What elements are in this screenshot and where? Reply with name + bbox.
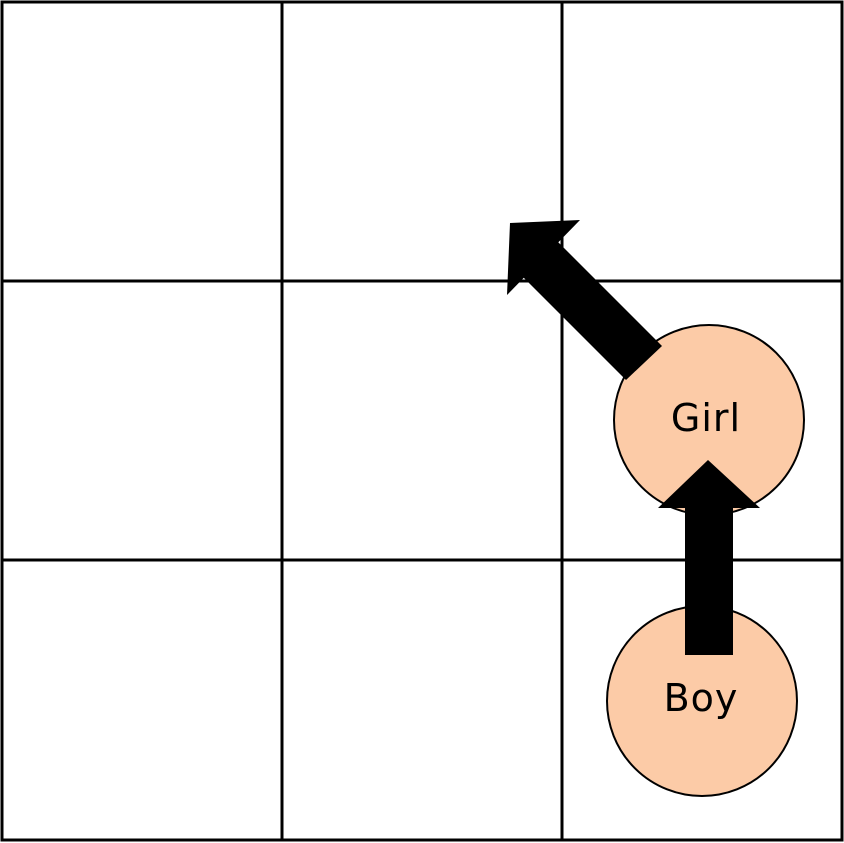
girl-diagonal-arrow	[507, 220, 662, 380]
girl-diagonal-arrow-shaft	[521, 241, 662, 380]
girl-token: Girl	[613, 324, 805, 516]
boy-label: Boy	[664, 676, 739, 720]
boy-up-arrow-head	[658, 460, 760, 508]
boy-up-arrow	[658, 460, 760, 655]
boy-up-arrow-shaft	[685, 505, 733, 655]
girl-diagonal-arrow-head	[507, 220, 580, 295]
girl-label: Girl	[671, 396, 741, 440]
